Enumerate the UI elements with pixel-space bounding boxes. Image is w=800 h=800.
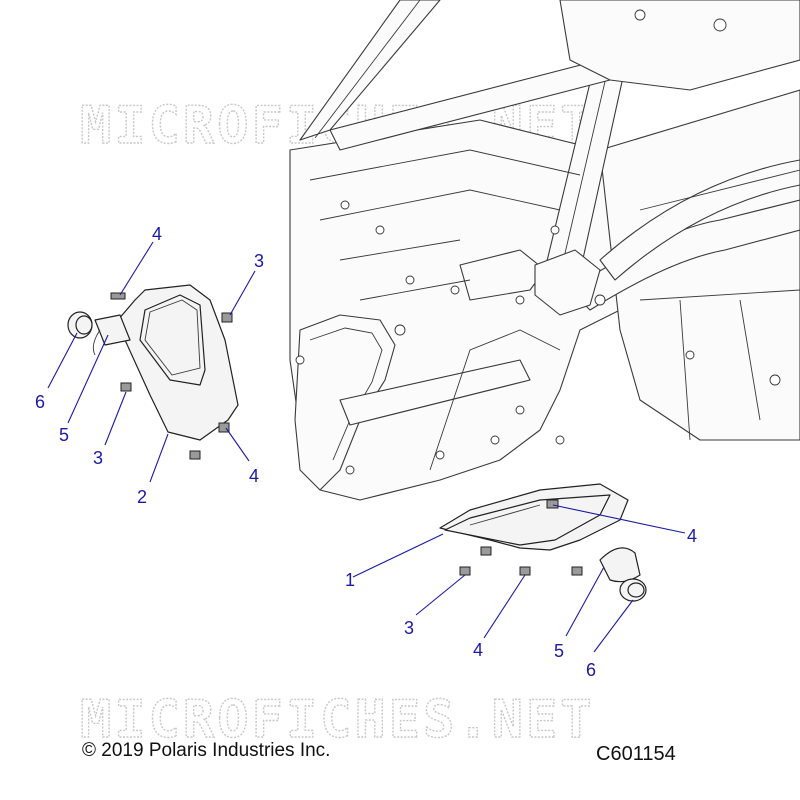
- callout-4: 4: [249, 466, 259, 486]
- left-panel-part-2: [92, 284, 239, 441]
- right-grommet-part-6: [599, 547, 647, 602]
- document-id: C601154: [596, 743, 676, 765]
- callout-4: 4: [473, 640, 483, 660]
- callout-5: 5: [554, 641, 564, 661]
- callout-3: 3: [404, 618, 414, 638]
- callout-1: 1: [345, 570, 355, 590]
- right-fasteners: [459, 499, 583, 576]
- callout-4: 4: [687, 526, 697, 546]
- callout-2: 2: [137, 487, 147, 507]
- callout-6: 6: [35, 392, 45, 412]
- callout-6: 6: [586, 660, 596, 680]
- callout-3: 3: [254, 251, 264, 271]
- vehicle-frame: [289, 0, 800, 501]
- callout-4: 4: [152, 224, 162, 244]
- callout-3: 3: [93, 448, 103, 468]
- callout-5: 5: [59, 425, 69, 445]
- watermark-bottom: MICROFICHES.NET: [80, 690, 595, 750]
- left-fasteners: [110, 292, 233, 460]
- left-grommet-part-6: [67, 311, 93, 339]
- right-panel-part-1: [439, 483, 629, 551]
- copyright-text: © 2019 Polaris Industries Inc.: [82, 740, 331, 761]
- leader-lines: [47, 241, 686, 653]
